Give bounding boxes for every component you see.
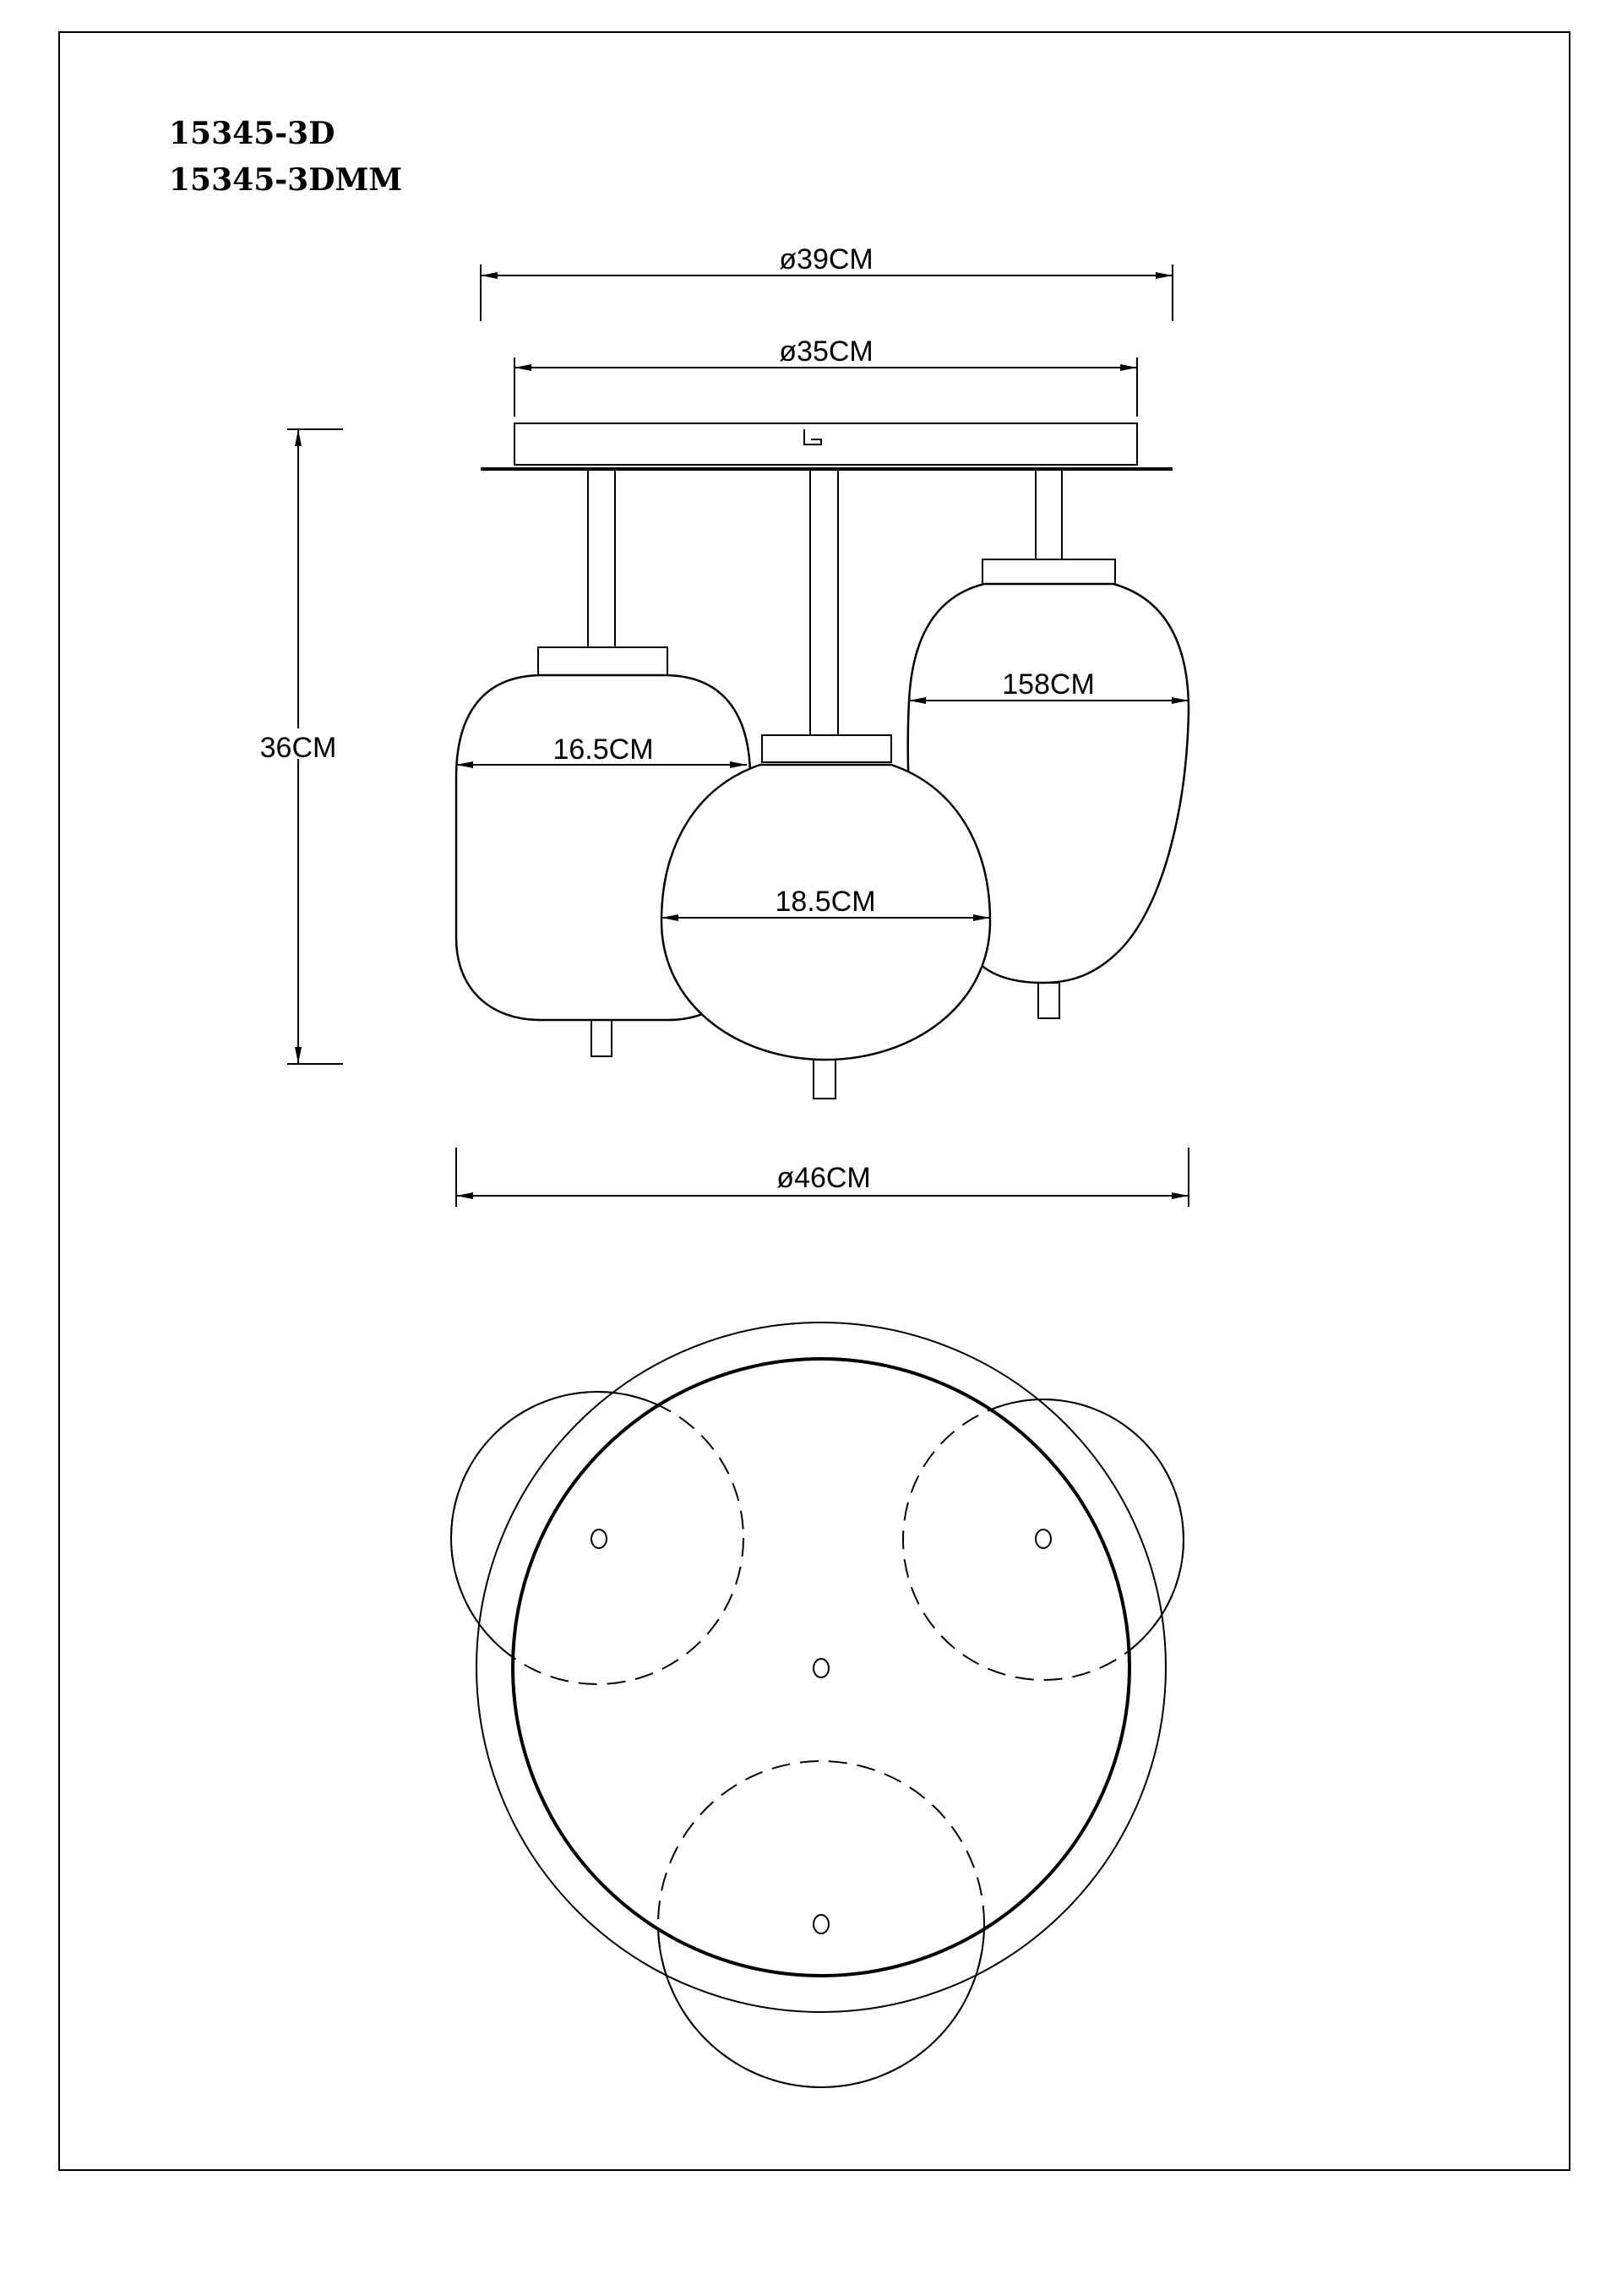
mount-hole: [813, 1914, 830, 1934]
dimension-label: 18.5CM: [775, 886, 875, 918]
hook-icon: [803, 429, 822, 445]
dimension-label: 158CM: [1002, 668, 1095, 701]
dimension-label: 16.5CM: [552, 734, 653, 766]
dimension-label: ø35CM: [779, 335, 873, 368]
model-number-1: 15345-3D: [169, 116, 335, 151]
dimension-label: ø46CM: [776, 1162, 870, 1194]
dimension-overall-width: ø46CM: [455, 1148, 1189, 1207]
pendant-rods: [537, 468, 1116, 763]
drawing-frame: [58, 31, 1570, 2171]
dimension-label: 36CM: [260, 732, 337, 764]
mount-hole: [591, 1529, 607, 1549]
mount-hole: [813, 1658, 830, 1678]
model-number-2: 15345-3DMM: [169, 162, 402, 198]
dimension-middle-globe: 18.5CM: [661, 886, 990, 921]
dimension-canopy-outer: ø39CM: [480, 243, 1173, 321]
outer-circle: [476, 1322, 1167, 2013]
dimension-height: 36CM: [252, 428, 345, 1065]
canopy-circle: [511, 1357, 1131, 1977]
dimension-canopy-inner: ø35CM: [514, 335, 1138, 417]
dimension-label: ø39CM: [779, 243, 873, 275]
bottom-globe-outline: [657, 1760, 985, 2088]
dimension-right-globe: 158CM: [909, 668, 1189, 704]
left-globe-outline: [450, 1391, 744, 1685]
mount-hole: [1035, 1529, 1052, 1549]
bottom-view: [450, 1322, 1184, 2088]
middle-globe: [660, 763, 992, 1099]
dimension-left-globe: 16.5CM: [456, 734, 747, 768]
ceiling-canopy: [481, 423, 1173, 471]
